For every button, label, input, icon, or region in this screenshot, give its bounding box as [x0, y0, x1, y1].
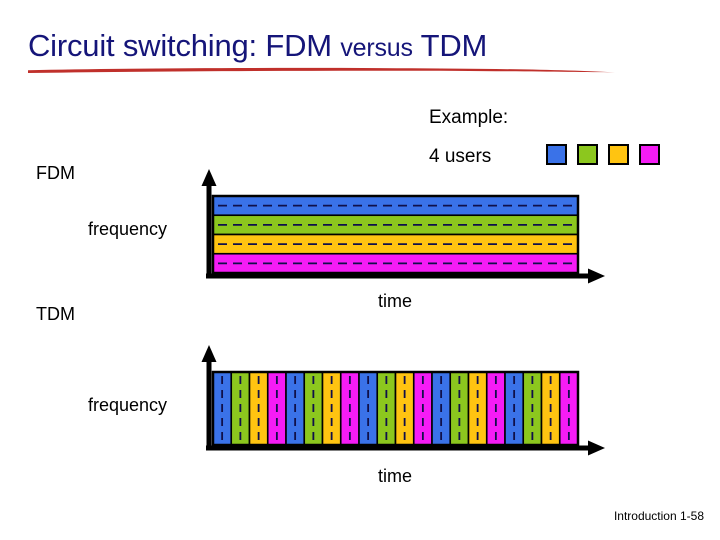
example-heading: Example:: [429, 107, 509, 128]
tdm-diagram-svg: [201, 345, 605, 456]
tdm-y-axis-label: frequency: [88, 395, 168, 415]
slide-footer: Introduction 1-58: [613, 509, 704, 523]
page-title-part-2: TDM: [412, 28, 488, 63]
fdm-diagram-svg: [201, 169, 605, 284]
page-title-versus: versus: [340, 34, 413, 62]
legend-swatch-user-2: [577, 144, 598, 165]
example-users-label: 4 users: [429, 146, 492, 167]
tdm-y-axis: [201, 345, 217, 448]
user-color-legend: [546, 144, 660, 165]
tdm-x-axis: [206, 440, 605, 456]
page-title: Circuit switching: FDM versus TDM: [28, 26, 698, 70]
legend-swatch-user-3: [608, 144, 629, 165]
fdm-y-axis: [201, 169, 217, 276]
page-title-part-1: Circuit switching: FDM: [28, 28, 341, 63]
tdm-x-axis-label: time: [378, 466, 413, 486]
fdm-x-axis-label: time: [378, 291, 413, 311]
fdm-y-axis-label: frequency: [88, 219, 168, 239]
section-label-fdm: FDM: [36, 163, 75, 183]
section-label-tdm: TDM: [36, 304, 75, 324]
legend-swatch-user-1: [546, 144, 567, 165]
fdm-diagram: [196, 166, 616, 288]
fdm-frequency-bands: [212, 195, 579, 274]
fdm-x-axis: [206, 268, 605, 284]
tdm-diagram: [196, 342, 616, 464]
legend-swatch-user-4: [639, 144, 660, 165]
tdm-time-slots: [212, 371, 579, 446]
